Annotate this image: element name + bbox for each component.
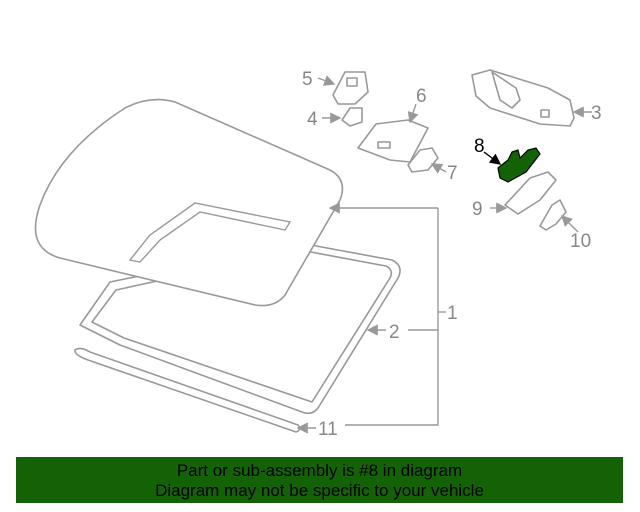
- part-9-cover[interactable]: [504, 171, 557, 215]
- callout-2: 2: [389, 322, 400, 343]
- callout-3: 3: [591, 103, 602, 124]
- callout-4: 4: [307, 109, 318, 130]
- part-5-bracket[interactable]: [332, 71, 369, 105]
- callout-10: 10: [570, 231, 591, 252]
- part-7-clip[interactable]: [407, 147, 439, 173]
- banner-line-2: Diagram may not be specific to your vehi…: [155, 481, 484, 500]
- callout-1: 1: [447, 303, 458, 324]
- part-windshield-glass[interactable]: [34, 98, 344, 307]
- part-8-wiring-harness[interactable]: [497, 147, 541, 183]
- callout-5: 5: [302, 69, 313, 90]
- part-3-rear-view-mirror[interactable]: [471, 69, 575, 127]
- callout-6: 6: [416, 86, 427, 107]
- callout-7: 7: [447, 163, 458, 184]
- callout-11: 11: [318, 419, 338, 440]
- callout-9: 9: [472, 199, 483, 220]
- callout-8: 8: [474, 136, 485, 157]
- banner-line-1: Part or sub-assembly is #8 in diagram: [176, 461, 463, 480]
- part-6-base-plate[interactable]: [357, 119, 429, 163]
- part-info-banner: Part or sub-assembly is #8 in diagram Di…: [16, 457, 623, 503]
- leader-lines: [296, 75, 592, 434]
- part-4-clip[interactable]: [341, 107, 363, 127]
- part-2-molding-frame[interactable]: [79, 242, 401, 415]
- part-10-clip[interactable]: [539, 199, 567, 231]
